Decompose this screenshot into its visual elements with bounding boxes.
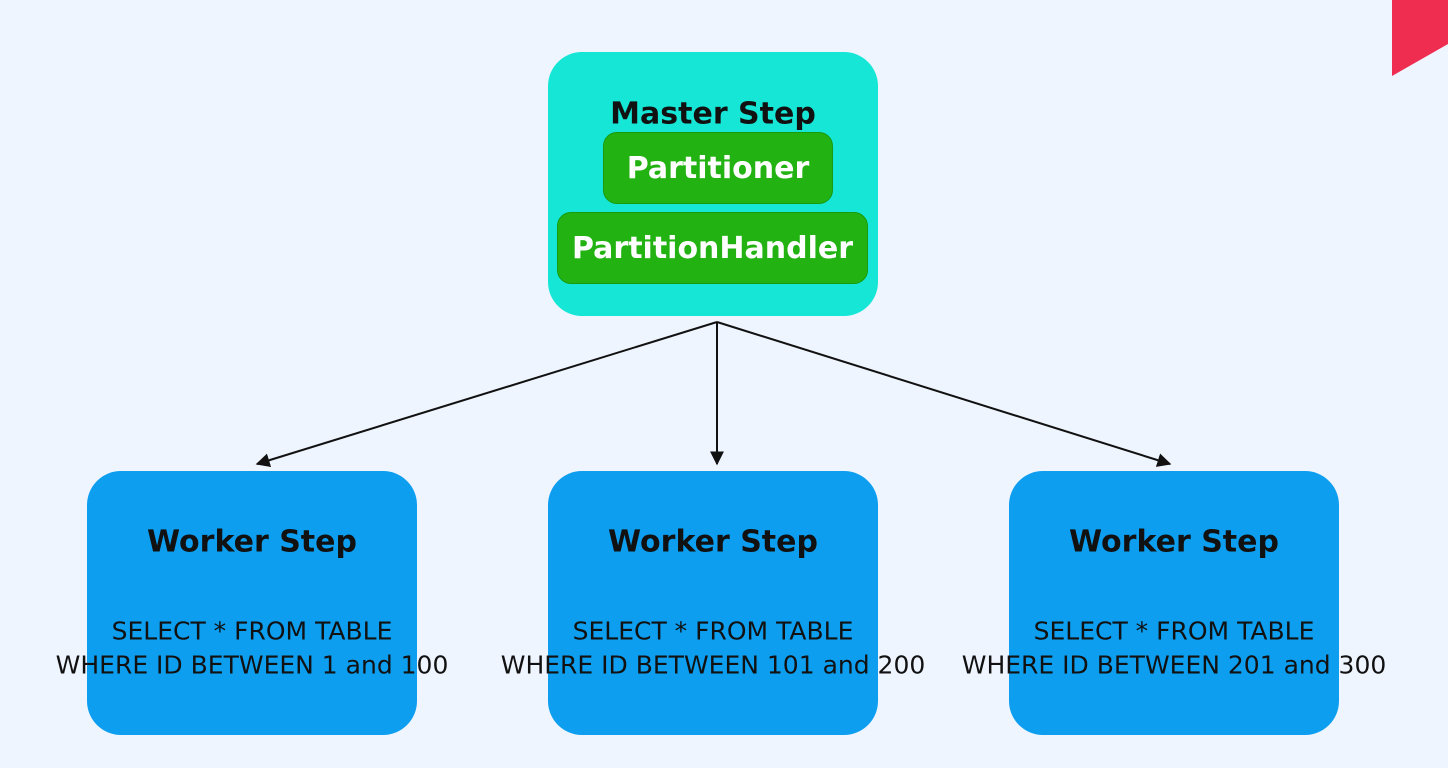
worker-step-box-3: Worker Step SELECT * FROM TABLE WHERE ID…	[962, 471, 1386, 735]
worker-query-select: SELECT * FROM TABLE	[111, 616, 393, 646]
arrow-to-worker-3	[716, 321, 1172, 467]
worker-query-where: WHERE ID BETWEEN 1 and 100	[55, 650, 449, 680]
worker-step-title: Worker Step	[1069, 524, 1279, 560]
worker-query-where: WHERE ID BETWEEN 201 and 300	[961, 650, 1387, 680]
worker-step-title: Worker Step	[608, 524, 818, 560]
master-step-box: Master Step Partitioner PartitionHandler	[548, 52, 878, 316]
worker-step-box-1: Worker Step SELECT * FROM TABLE WHERE ID…	[56, 471, 448, 735]
worker-step-box-2: Worker Step SELECT * FROM TABLE WHERE ID…	[501, 471, 925, 735]
worker-query-where: WHERE ID BETWEEN 101 and 200	[500, 650, 926, 680]
partitioner-box: Partitioner	[603, 132, 833, 204]
worker-query-select: SELECT * FROM TABLE	[572, 616, 854, 646]
arrow-to-worker-1	[255, 321, 718, 467]
worker-step-title: Worker Step	[147, 524, 357, 560]
corner-accent-shape	[1392, 0, 1448, 76]
worker-query-select: SELECT * FROM TABLE	[1033, 616, 1315, 646]
master-step-title: Master Step	[610, 96, 816, 132]
partition-handler-box: PartitionHandler	[557, 212, 868, 284]
